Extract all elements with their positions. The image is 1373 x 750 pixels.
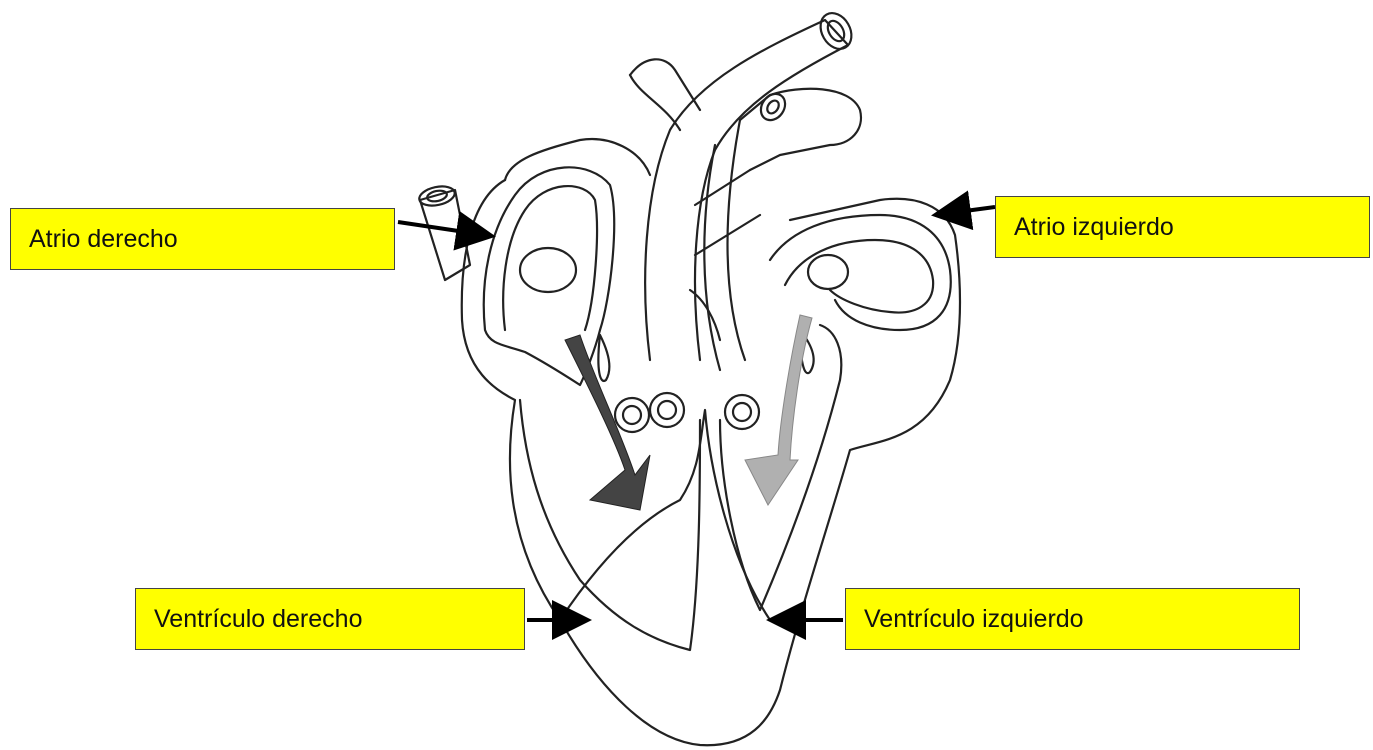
vessel-cross-section-3-inner xyxy=(733,403,751,421)
heart-outline xyxy=(462,180,960,745)
label-atrio-izquierdo: Atrio izquierdo xyxy=(995,196,1370,258)
label-atrio-derecho: Atrio derecho xyxy=(10,208,395,270)
interventricular-septum xyxy=(560,410,770,620)
pulmonary-branch-opening xyxy=(756,89,790,125)
right-ventricle-inner xyxy=(520,400,700,650)
tricuspid-valve xyxy=(598,335,609,381)
right-atrium-top xyxy=(505,139,650,180)
vessel-cross-section-1 xyxy=(615,398,649,432)
vessel-cross-section-2 xyxy=(650,393,684,427)
left-flow-arrow xyxy=(745,315,812,505)
pulmonary-branch-opening-inner xyxy=(765,98,781,115)
pulmonary-artery-back-lower xyxy=(630,75,680,130)
label-ventriculo-izquierdo: Ventrículo izquierdo xyxy=(845,588,1300,650)
left-atrium-inner xyxy=(785,240,933,313)
right-atrium-inner-wall xyxy=(503,186,597,330)
pulmonary-trunk xyxy=(728,120,746,360)
pulmonary-artery-back xyxy=(630,59,700,110)
vessel-cross-section-1-inner xyxy=(623,406,641,424)
label-ventriculo-derecho: Ventrículo derecho xyxy=(135,588,525,650)
pointer-atrio-izquierdo xyxy=(935,207,995,215)
vessel-cross-section-2-inner xyxy=(658,401,676,419)
vessel-cross-section-3 xyxy=(725,395,759,429)
pulmonary-vein-opening xyxy=(808,255,848,289)
left-atrium-outline xyxy=(770,215,951,330)
vena-cava-opening xyxy=(520,248,576,292)
pointer-atrio-derecho xyxy=(398,222,492,236)
